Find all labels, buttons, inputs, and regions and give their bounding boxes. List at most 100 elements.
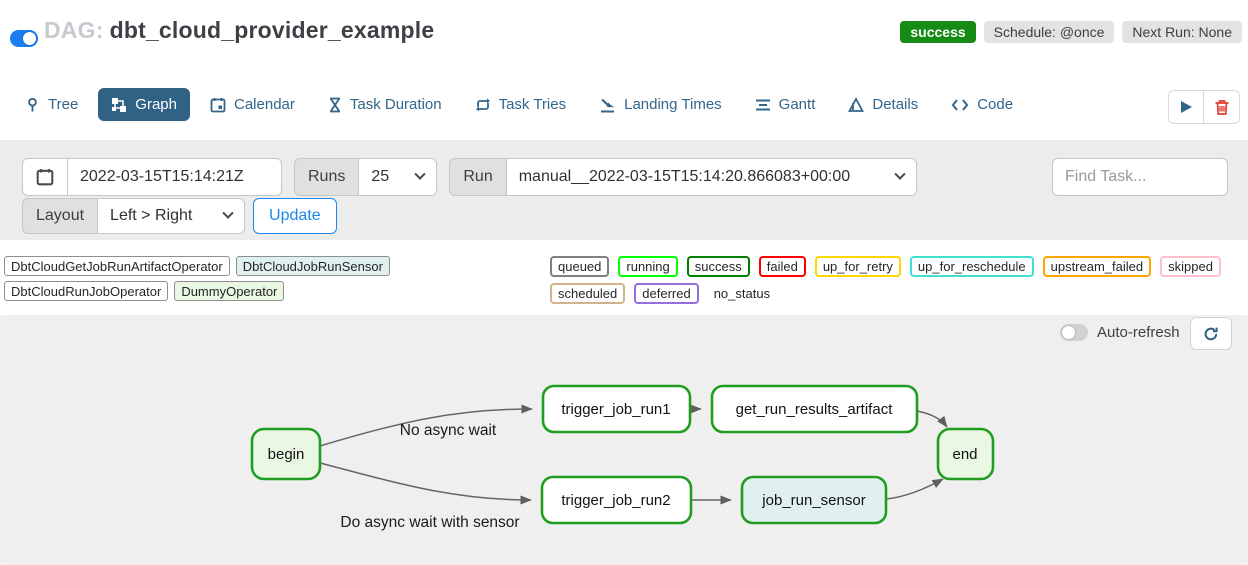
dag-action-buttons bbox=[1168, 90, 1240, 124]
run-select-value: manual__2022-03-15T15:14:20.866083+00:00 bbox=[518, 168, 851, 185]
play-icon bbox=[1180, 101, 1192, 113]
runs-count-value: 25 bbox=[371, 168, 390, 185]
tab-label: Landing Times bbox=[624, 96, 722, 113]
update-button[interactable]: Update bbox=[253, 198, 337, 234]
task-node-label: begin bbox=[268, 446, 305, 463]
tab-label: Code bbox=[977, 96, 1014, 113]
layout-value: Left > Right bbox=[110, 207, 193, 224]
state-badge-upstream-failed: upstream_failed bbox=[1042, 256, 1152, 277]
state-badge-running: running bbox=[618, 256, 678, 277]
header: DAG:dbt_cloud_provider_example success S… bbox=[0, 0, 1248, 70]
chevron-down-icon bbox=[414, 168, 427, 180]
tab-label: Task Duration bbox=[349, 96, 442, 113]
status-badge[interactable]: success bbox=[900, 21, 976, 43]
edge-begin-to-run1 bbox=[319, 404, 533, 447]
refresh-button[interactable] bbox=[1190, 317, 1232, 350]
trash-icon bbox=[1215, 99, 1228, 115]
toggle-knob bbox=[1062, 326, 1075, 339]
operator-legend: DbtCloudGetJobRunArtifactOperator DbtClo… bbox=[4, 256, 550, 304]
gantt-bars-icon bbox=[755, 99, 770, 110]
calendar-icon bbox=[36, 169, 54, 186]
state-badge-no-status: no_status bbox=[713, 286, 771, 301]
delete-dag-button[interactable] bbox=[1204, 90, 1240, 124]
dag-label: DAG: bbox=[44, 17, 104, 43]
tab-tree[interactable]: Tree bbox=[12, 88, 91, 121]
tab-label: Gantt bbox=[778, 96, 816, 113]
tab-label: Graph bbox=[135, 96, 177, 113]
tab-graph[interactable]: Graph bbox=[98, 88, 190, 121]
chevron-down-icon bbox=[894, 168, 906, 180]
run-select[interactable]: manual__2022-03-15T15:14:20.866083+00:00 bbox=[506, 158, 917, 196]
task-node-begin[interactable]: begin bbox=[250, 427, 322, 481]
runs-count-select[interactable]: 25 bbox=[359, 158, 438, 196]
state-badge-failed: failed bbox=[758, 256, 806, 277]
run-label: Run bbox=[449, 158, 507, 196]
runs-label: Runs bbox=[294, 158, 360, 196]
state-badge-up-for-retry: up_for_retry bbox=[814, 256, 901, 277]
edge-sensor-to-end bbox=[885, 478, 944, 500]
auto-refresh-toggle[interactable] bbox=[1060, 324, 1088, 341]
next-run-badge: Next Run: None bbox=[1122, 21, 1242, 43]
task-node-label: end bbox=[952, 446, 977, 463]
legend: DbtCloudGetJobRunArtifactOperator DbtClo… bbox=[4, 256, 1244, 304]
pin-icon bbox=[28, 97, 37, 112]
execution-date-group bbox=[22, 158, 282, 196]
task-node-get-run-results-artifact[interactable]: get_run_results_artifact bbox=[710, 384, 919, 434]
datepicker-button[interactable] bbox=[22, 158, 68, 196]
page-title: DAG:dbt_cloud_provider_example bbox=[44, 17, 434, 44]
plane-landing-icon bbox=[601, 98, 615, 112]
filter-row-1: Runs 25 Run manual__2022-03-15T15:14:20.… bbox=[22, 158, 917, 196]
state-badge-success: success bbox=[686, 256, 750, 277]
task-node-label: job_run_sensor bbox=[761, 492, 865, 509]
header-badges: success Schedule: @once Next Run: None bbox=[900, 21, 1242, 43]
dag-graph: No async wait Do async wait with sensor … bbox=[250, 384, 995, 531]
operator-badge: DbtCloudJobRunSensor bbox=[235, 256, 390, 276]
trigger-dag-button[interactable] bbox=[1168, 90, 1204, 124]
task-node-label: trigger_job_run1 bbox=[561, 401, 670, 418]
layout-select[interactable]: Left > Right bbox=[98, 198, 246, 234]
view-tabs: Tree Graph Calendar Task Duration Task T… bbox=[12, 88, 1026, 121]
edge-label-with-sensor: Do async wait with sensor bbox=[340, 514, 519, 531]
auto-refresh-label: Auto-refresh bbox=[1097, 324, 1180, 341]
hourglass-icon bbox=[329, 97, 340, 112]
filter-panel: Runs 25 Run manual__2022-03-15T15:14:20.… bbox=[0, 140, 1248, 240]
tab-landing-times[interactable]: Landing Times bbox=[586, 88, 735, 121]
task-node-trigger-job-run2[interactable]: trigger_job_run2 bbox=[540, 475, 693, 525]
tab-details[interactable]: Details bbox=[835, 88, 931, 121]
task-node-end[interactable]: end bbox=[936, 427, 995, 481]
runs-count-group: Runs 25 bbox=[294, 158, 438, 196]
find-task-input[interactable] bbox=[1052, 158, 1228, 196]
task-node-trigger-job-run1[interactable]: trigger_job_run1 bbox=[541, 384, 692, 434]
state-legend: queued running success failed up_for_ret… bbox=[550, 256, 1240, 304]
task-node-label: get_run_results_artifact bbox=[736, 401, 894, 418]
tab-task-tries[interactable]: Task Tries bbox=[462, 88, 580, 121]
execution-date-input[interactable] bbox=[68, 158, 282, 196]
tab-code[interactable]: Code bbox=[938, 88, 1026, 121]
state-badge-up-for-reschedule: up_for_reschedule bbox=[909, 256, 1034, 277]
task-node-job-run-sensor[interactable]: job_run_sensor bbox=[740, 475, 888, 525]
chevron-down-icon bbox=[222, 207, 234, 219]
tab-gantt[interactable]: Gantt bbox=[742, 88, 829, 121]
dag-pause-toggle[interactable] bbox=[10, 30, 38, 47]
refresh-icon bbox=[1204, 327, 1218, 340]
tab-label: Details bbox=[872, 96, 919, 113]
edge-artifact-to-end bbox=[916, 410, 948, 428]
dag-name: dbt_cloud_provider_example bbox=[109, 17, 435, 43]
tab-label: Task Tries bbox=[498, 96, 567, 113]
tab-task-duration[interactable]: Task Duration bbox=[315, 88, 455, 121]
operator-badge: DummyOperator bbox=[174, 281, 285, 301]
schedule-badge: Schedule: @once bbox=[983, 21, 1115, 43]
filter-row-2: Layout Left > Right Update bbox=[22, 198, 337, 234]
tab-calendar[interactable]: Calendar bbox=[197, 88, 308, 121]
auto-refresh-control: Auto-refresh bbox=[1060, 324, 1180, 341]
repeat-icon bbox=[475, 98, 490, 111]
state-badge-skipped: skipped bbox=[1160, 256, 1221, 277]
graph-panel: No async wait Do async wait with sensor … bbox=[0, 315, 1248, 565]
sitemap-icon bbox=[112, 97, 127, 112]
state-badge-deferred: deferred bbox=[634, 283, 699, 304]
task-node-label: trigger_job_run2 bbox=[561, 492, 670, 509]
code-icon bbox=[951, 98, 969, 111]
toggle-knob bbox=[23, 32, 36, 45]
operator-badge: DbtCloudGetJobRunArtifactOperator bbox=[4, 256, 230, 276]
